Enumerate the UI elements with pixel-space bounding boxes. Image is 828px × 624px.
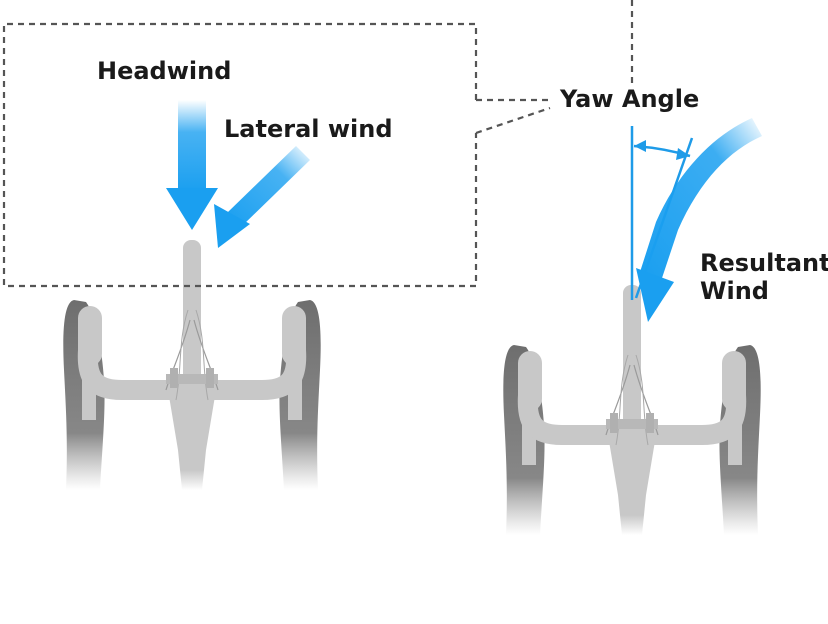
headwind-arrow: [166, 100, 218, 230]
lateral-wind-label: Lateral wind: [224, 115, 393, 143]
headwind-label: Headwind: [97, 57, 232, 85]
yaw-angle-label: Yaw Angle: [560, 85, 700, 113]
right-handlebar-illustration: [503, 285, 760, 535]
resultant-wind-label-line2: Wind: [700, 277, 769, 305]
dashed-leader-bottom: [475, 106, 551, 135]
dashed-callout-box: [2, 22, 478, 288]
left-handlebar-illustration: [63, 240, 320, 490]
lateral-wind-arrow: [214, 146, 310, 248]
resultant-wind-arrow: [636, 118, 762, 322]
resultant-wind-label-line1: Resultant: [700, 249, 828, 277]
